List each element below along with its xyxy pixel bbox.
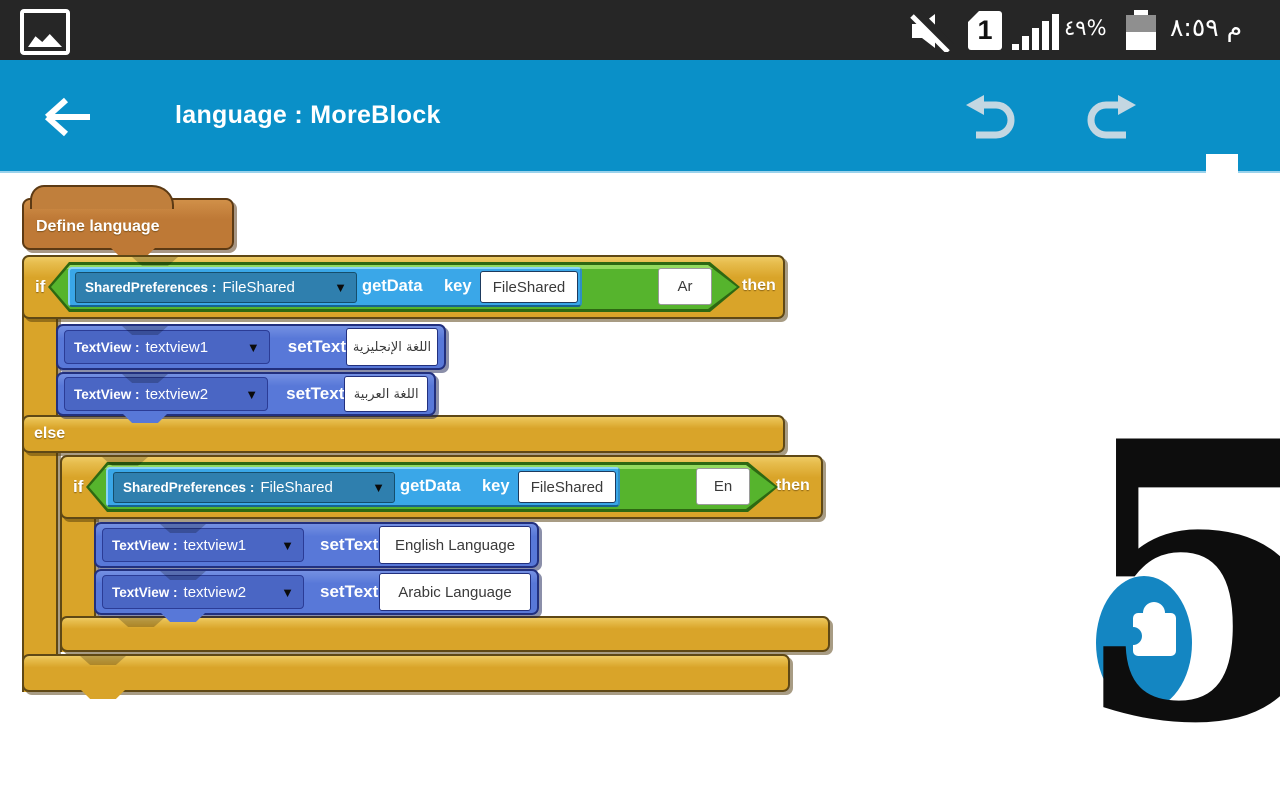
settext-label-4: setText: [320, 582, 379, 601]
settext-block-2[interactable]: TextView : textview2 ▼ setText اللغة الع…: [56, 372, 436, 423]
sharedpreferences-dropdown-outer[interactable]: SharedPreferences : FileShared ▼: [75, 272, 357, 303]
battery-percent: ٤٩%: [1064, 16, 1107, 40]
settext-input-2[interactable]: اللغة العربية: [344, 376, 428, 412]
sharedpreferences-dropdown-inner[interactable]: SharedPreferences : FileShared ▼: [113, 472, 395, 503]
textview-name: textview2: [145, 385, 209, 403]
else-keyword: else: [34, 425, 66, 442]
gallery-icon: [20, 9, 70, 55]
if-outer-close-bar[interactable]: [22, 654, 790, 699]
textview-type: TextView :: [74, 386, 140, 402]
dropdown-icon: ▼: [334, 280, 347, 295]
status-bar: 1 ٤٩% م ٨:٥٩: [0, 0, 1280, 60]
settext-block-1[interactable]: TextView : textview1 ▼ setText اللغة الإ…: [56, 324, 446, 370]
textview-type: TextView :: [112, 584, 178, 600]
textview-dropdown-2[interactable]: TextView : textview2 ▼: [64, 377, 269, 411]
getdata-block-outer[interactable]: SharedPreferences : FileShared ▼ getData…: [68, 267, 582, 307]
textview-name: textview1: [183, 536, 247, 554]
settext-block-3[interactable]: TextView : textview1 ▼ setText English L…: [94, 522, 539, 568]
compare-input-inner[interactable]: En: [696, 468, 750, 505]
settext-input-4[interactable]: Arabic Language: [379, 573, 531, 611]
block-canvas[interactable]: Define language if SharedPreferences : F…: [0, 173, 1280, 768]
if-outer-spine[interactable]: [22, 300, 58, 692]
textview-type: TextView :: [112, 537, 178, 553]
getdata-key-label: key: [444, 277, 472, 295]
if-outer-block[interactable]: if SharedPreferences : FileShared ▼ getD…: [22, 255, 785, 319]
dropdown-icon: ▼: [245, 386, 259, 402]
textview-name: textview1: [145, 338, 209, 356]
dropdown-icon: ▼: [281, 537, 294, 553]
settext-label-2: setText: [286, 384, 345, 403]
getdata-op-label: getData: [400, 477, 461, 495]
puzzle-piece-icon: [1124, 602, 1176, 656]
settext-input-1[interactable]: اللغة الإنجليزية: [346, 328, 438, 366]
if-inner-close-bar[interactable]: [60, 616, 830, 652]
signal-strength-icon: [1012, 14, 1059, 50]
mute-icon: [910, 10, 954, 52]
sharedpreferences-type: SharedPreferences :: [85, 280, 217, 295]
then-outer-keyword: then: [742, 277, 776, 294]
redo-button[interactable]: [1082, 92, 1140, 142]
textview-dropdown-1[interactable]: TextView : textview1 ▼: [64, 330, 270, 364]
app-bar: language : MoreBlock: [0, 60, 1280, 200]
sharedpreferences-name: FileShared: [222, 279, 295, 296]
sim-number: 1: [977, 15, 993, 45]
textview-name: textview2: [183, 583, 247, 601]
settext-block-4[interactable]: TextView : textview2 ▼ setText Arabic La…: [94, 569, 539, 622]
settext-input-3[interactable]: English Language: [379, 526, 531, 564]
dropdown-icon: ▼: [372, 480, 385, 495]
if-inner-keyword: if: [73, 477, 84, 496]
getdata-op-label: getData: [362, 277, 423, 295]
page-title: language : MoreBlock: [175, 101, 441, 129]
define-moreblock-hat[interactable]: Define language: [22, 185, 234, 257]
sim-card-icon: 1: [968, 11, 1002, 50]
settext-label-3: setText: [320, 535, 379, 554]
watermark-digit: 5: [1072, 359, 1280, 808]
textview-type: TextView :: [74, 339, 140, 355]
dropdown-icon: ▼: [246, 339, 260, 355]
sharedpreferences-type: SharedPreferences :: [123, 480, 255, 495]
undo-button[interactable]: [962, 92, 1020, 142]
getdata-block-inner[interactable]: SharedPreferences : FileShared ▼ getData…: [106, 467, 620, 507]
key-input-inner[interactable]: FileShared: [518, 471, 616, 503]
if-inner-block[interactable]: if SharedPreferences : FileShared ▼ getD…: [60, 455, 823, 519]
textview-dropdown-3[interactable]: TextView : textview1 ▼: [102, 528, 304, 562]
sharedpreferences-name: FileShared: [260, 479, 333, 496]
battery-icon: [1126, 10, 1156, 50]
textview-dropdown-4[interactable]: TextView : textview2 ▼: [102, 575, 304, 609]
define-label: Define language: [36, 218, 160, 235]
dropdown-icon: ▼: [281, 584, 294, 600]
getdata-key-label: key: [482, 477, 510, 495]
clock-time: م ٨:٥٩: [1170, 13, 1243, 42]
key-input-outer[interactable]: FileShared: [480, 271, 578, 303]
back-button[interactable]: [40, 96, 94, 138]
then-inner-keyword: then: [776, 477, 810, 494]
compare-input-outer[interactable]: Ar: [658, 268, 712, 305]
settext-label-1: setText: [287, 337, 346, 356]
if-outer-keyword: if: [35, 277, 46, 296]
